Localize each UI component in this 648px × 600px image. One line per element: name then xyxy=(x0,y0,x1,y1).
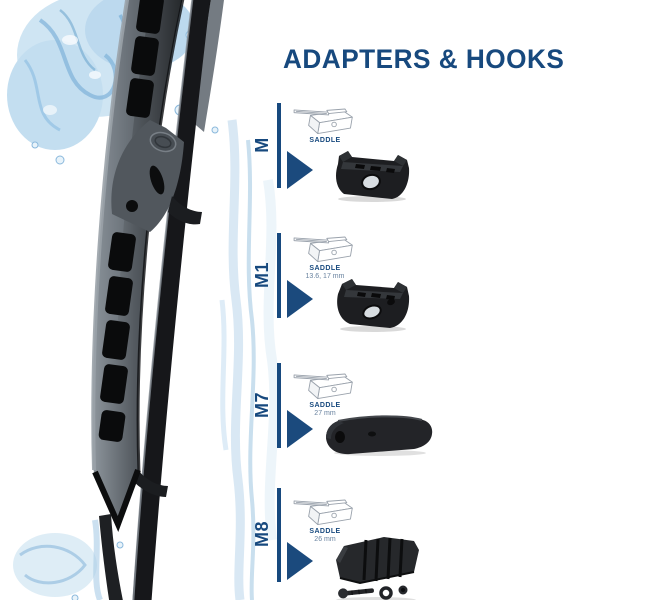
saddle-sketch-icon xyxy=(293,108,353,135)
adapter-code-label: M1 xyxy=(252,262,272,289)
o-ring-icon xyxy=(379,586,393,600)
wiper-squeegee-tip xyxy=(99,514,123,600)
arrow-right-icon xyxy=(287,542,313,580)
saddle-diagram: SADDLE 13.6, 17 mm xyxy=(286,227,364,281)
adapter-section-m1: M1 SADDLE 13.6, 17 mm xyxy=(246,226,646,332)
adapter-section-m8: M8 SADDLE 26 mm xyxy=(246,482,646,600)
saddle-sketch-icon xyxy=(293,499,353,526)
saddle-sketch-icon xyxy=(293,236,353,263)
nut-icon xyxy=(398,585,408,595)
adapter-code-label: M8 xyxy=(252,521,272,548)
adapter-code-label: M xyxy=(252,137,272,153)
section-rule xyxy=(277,233,281,318)
bolt-icon xyxy=(338,588,374,599)
water-trickles xyxy=(13,119,280,600)
adapter-section-m: M SADDLE xyxy=(246,96,646,202)
diagram-caption: SADDLE xyxy=(309,528,341,535)
saddle-diagram: SADDLE 26 mm xyxy=(286,490,364,544)
section-rule xyxy=(277,103,281,188)
wiper-frame xyxy=(91,0,202,532)
saddle-diagram: SADDLE 27 mm xyxy=(286,364,364,418)
adapter-section-m7: M7 SADDLE 27 mm xyxy=(246,356,646,460)
arrow-right-icon xyxy=(287,280,313,318)
diagram-caption: SADDLE xyxy=(309,265,341,272)
section-rule xyxy=(277,488,281,582)
diagram-caption: SADDLE xyxy=(309,402,341,409)
wiper-blade-image xyxy=(7,0,280,600)
adapter-photo-m xyxy=(336,151,410,202)
adapter-photo-m7 xyxy=(326,415,433,456)
adapter-photo-m8 xyxy=(336,537,419,600)
adapter-code-label: M7 xyxy=(252,392,272,419)
arrow-right-icon xyxy=(287,410,313,448)
diagram-size-note: 13.6, 17 mm xyxy=(305,273,345,280)
saddle-sketch-icon xyxy=(293,373,353,400)
diagram-size-note: 27 mm xyxy=(314,410,336,417)
saddle-diagram: SADDLE xyxy=(286,99,364,153)
page-title: ADAPTERS & HOOKS xyxy=(283,44,565,74)
adapter-photo-m1 xyxy=(337,279,410,332)
diagram-caption: SADDLE xyxy=(309,137,341,144)
diagram-size-note: 26 mm xyxy=(314,536,336,543)
arrow-right-icon xyxy=(287,151,313,189)
section-rule xyxy=(277,363,281,448)
wiper-rubber-blade xyxy=(132,0,211,600)
